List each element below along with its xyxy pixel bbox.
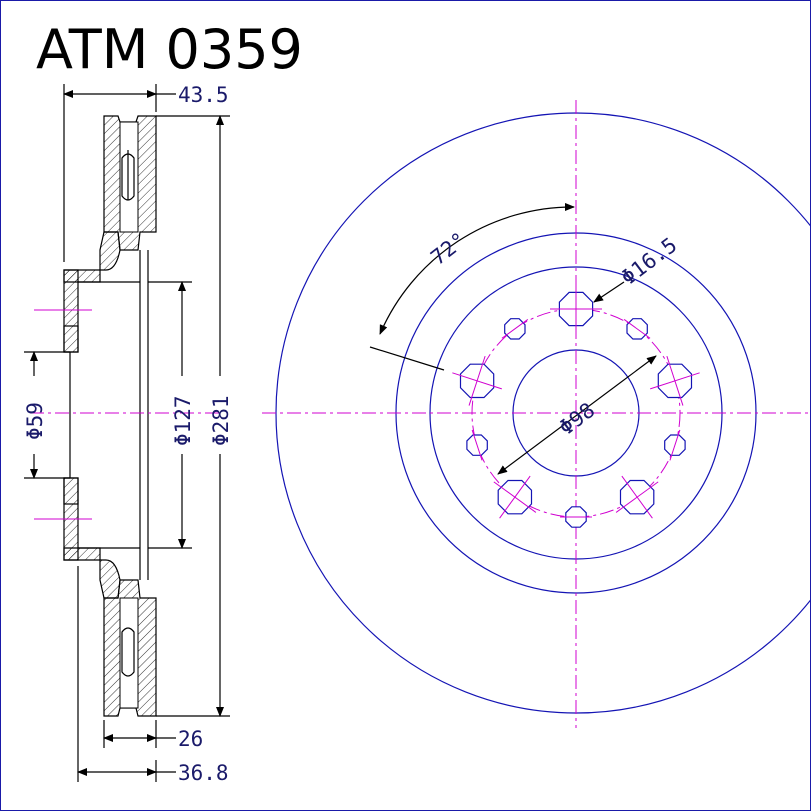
locating-hole-centerline: [623, 319, 651, 339]
section-view: [30, 115, 220, 717]
bolt-hole-label: Φ16.5: [617, 233, 682, 290]
outer-diameter-label: Φ281: [209, 395, 233, 446]
hub-flange-top: [63, 269, 79, 353]
bolt-hole-centerline: [452, 372, 502, 390]
hat-diameter-label: Φ127: [171, 395, 195, 446]
locating-hole-centerline: [669, 429, 681, 461]
overall-width-label: 43.5: [178, 83, 229, 107]
bolt-holes: [452, 283, 700, 519]
bolt-hole-centerline: [650, 372, 700, 390]
bolt-hole-centerline: [621, 475, 653, 519]
front-dimensions: 72° Φ98 Φ16.5: [369, 202, 682, 475]
center-bore-label: Φ59: [23, 402, 47, 440]
hat-bottom-section: [63, 547, 121, 599]
bolt-hole-centerline: [499, 475, 531, 519]
side-dimensions: 43.5 26 36.8 Φ59 Φ127 Φ281: [23, 83, 233, 785]
disc-thickness-label: 36.8: [178, 761, 229, 785]
hat-height-label: 26: [178, 727, 203, 751]
part-number-title: ATM 0359: [36, 18, 303, 81]
bolt-circle-label: Φ98: [555, 398, 600, 440]
bottom-vent-channel: [119, 597, 139, 709]
angle-label: 72°: [426, 228, 471, 270]
locating-hole-centerline: [471, 429, 483, 461]
top-vent-channel: [119, 121, 139, 233]
front-view: [262, 100, 811, 728]
